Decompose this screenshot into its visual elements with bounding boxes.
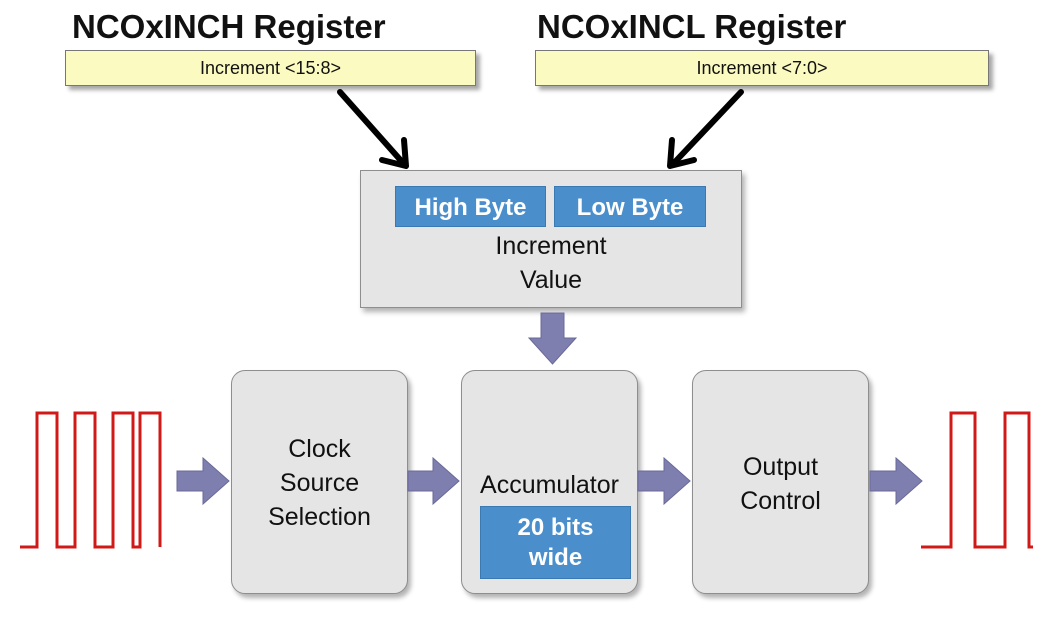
low-register-pointer-arrow bbox=[667, 89, 744, 169]
increment-label-line2: Value bbox=[519, 266, 583, 294]
increment-label-line1: Increment bbox=[495, 232, 607, 260]
output-waveform bbox=[921, 411, 1033, 549]
nco-incl-increment-field: Increment <7:0> bbox=[535, 50, 989, 86]
output-label-line2: Control bbox=[740, 487, 821, 515]
output-flow-arrow bbox=[869, 456, 923, 506]
output-label-line1: Output bbox=[742, 453, 819, 481]
nco-incl-register-title: NCOxINCL Register bbox=[537, 8, 847, 45]
nco-inch-increment-field: Increment <15:8> bbox=[65, 50, 476, 86]
output-control-label: Output Control bbox=[693, 450, 868, 518]
input-clock-waveform bbox=[20, 411, 162, 549]
increment-value-label: Increment Value bbox=[361, 229, 741, 297]
high-byte-tag: High Byte bbox=[395, 186, 546, 227]
accumulator-label: Accumulator bbox=[480, 471, 619, 499]
input-flow-arrow bbox=[176, 456, 230, 506]
high-register-pointer-arrow bbox=[337, 89, 409, 169]
increment-down-arrow bbox=[527, 312, 578, 365]
accumulator-width-tag: 20 bits wide bbox=[480, 506, 631, 579]
accumulator-width-line1: 20 bits bbox=[517, 514, 594, 541]
output-control-block: Output Control bbox=[692, 370, 869, 594]
clock-source-label: Clock Source Selection bbox=[232, 432, 407, 534]
accumulator-width-line2: wide bbox=[528, 544, 583, 571]
clock-source-selection-block: Clock Source Selection bbox=[231, 370, 408, 594]
clock-to-accumulator-arrow bbox=[407, 456, 460, 506]
accumulator-block: Accumulator 20 bits wide bbox=[461, 370, 638, 594]
clock-label-line3: Selection bbox=[268, 503, 371, 531]
nco-inch-register-title: NCOxINCH Register bbox=[72, 8, 386, 45]
clock-label-line1: Clock bbox=[288, 435, 351, 463]
increment-value-box: High Byte Low Byte Increment Value bbox=[360, 170, 742, 308]
accumulator-to-output-arrow bbox=[637, 456, 691, 506]
clock-label-line2: Source bbox=[279, 469, 360, 497]
low-byte-tag: Low Byte bbox=[554, 186, 706, 227]
